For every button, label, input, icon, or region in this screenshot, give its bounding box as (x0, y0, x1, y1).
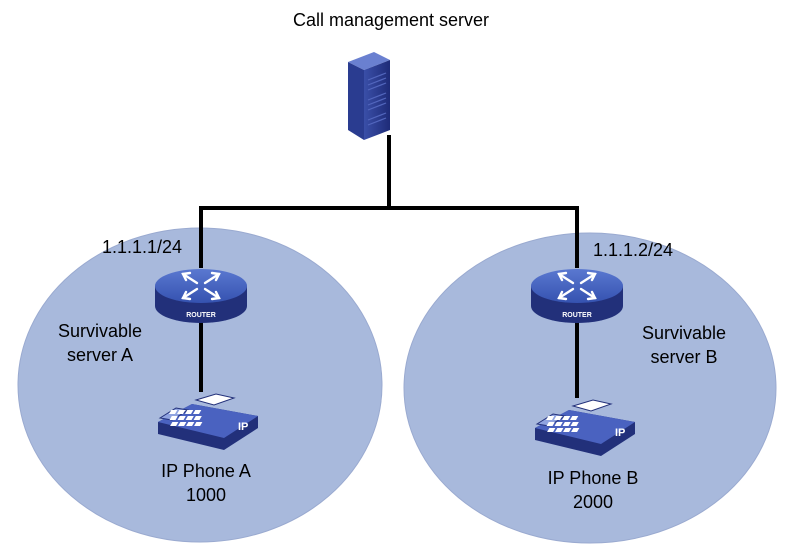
network-links (199, 135, 579, 398)
site-a-server-label-line2: server A (67, 345, 133, 365)
site-b-server-label-line1: Survivable (642, 323, 726, 343)
phone-b-badge: IP (615, 427, 625, 439)
site-a-server-label-line1: Survivable (58, 321, 142, 341)
phone-a-badge: IP (238, 421, 248, 433)
router-a-label: ROUTER (186, 312, 216, 319)
router-b-label: ROUTER (562, 312, 592, 319)
router-b-icon: ROUTER (531, 269, 623, 323)
ip-phone-a-icon: IP (158, 393, 258, 450)
site-b-ip-label: 1.1.1.2/24 (593, 240, 673, 260)
phone-b-name-label: IP Phone B (548, 468, 639, 488)
phone-a-name-label: IP Phone A (161, 461, 251, 481)
site-a-ip-label: 1.1.1.1/24 (102, 237, 182, 257)
site-b-server-label-line2: server B (650, 347, 717, 367)
call-management-server-label: Call management server (293, 10, 489, 30)
phone-b-number-label: 2000 (573, 492, 613, 512)
server-tower-icon (348, 52, 390, 140)
site-b-zone (403, 232, 777, 544)
ip-phone-b-icon: IP (535, 399, 635, 456)
phone-a-number-label: 1000 (186, 485, 226, 505)
router-a-icon: ROUTER (155, 269, 247, 323)
